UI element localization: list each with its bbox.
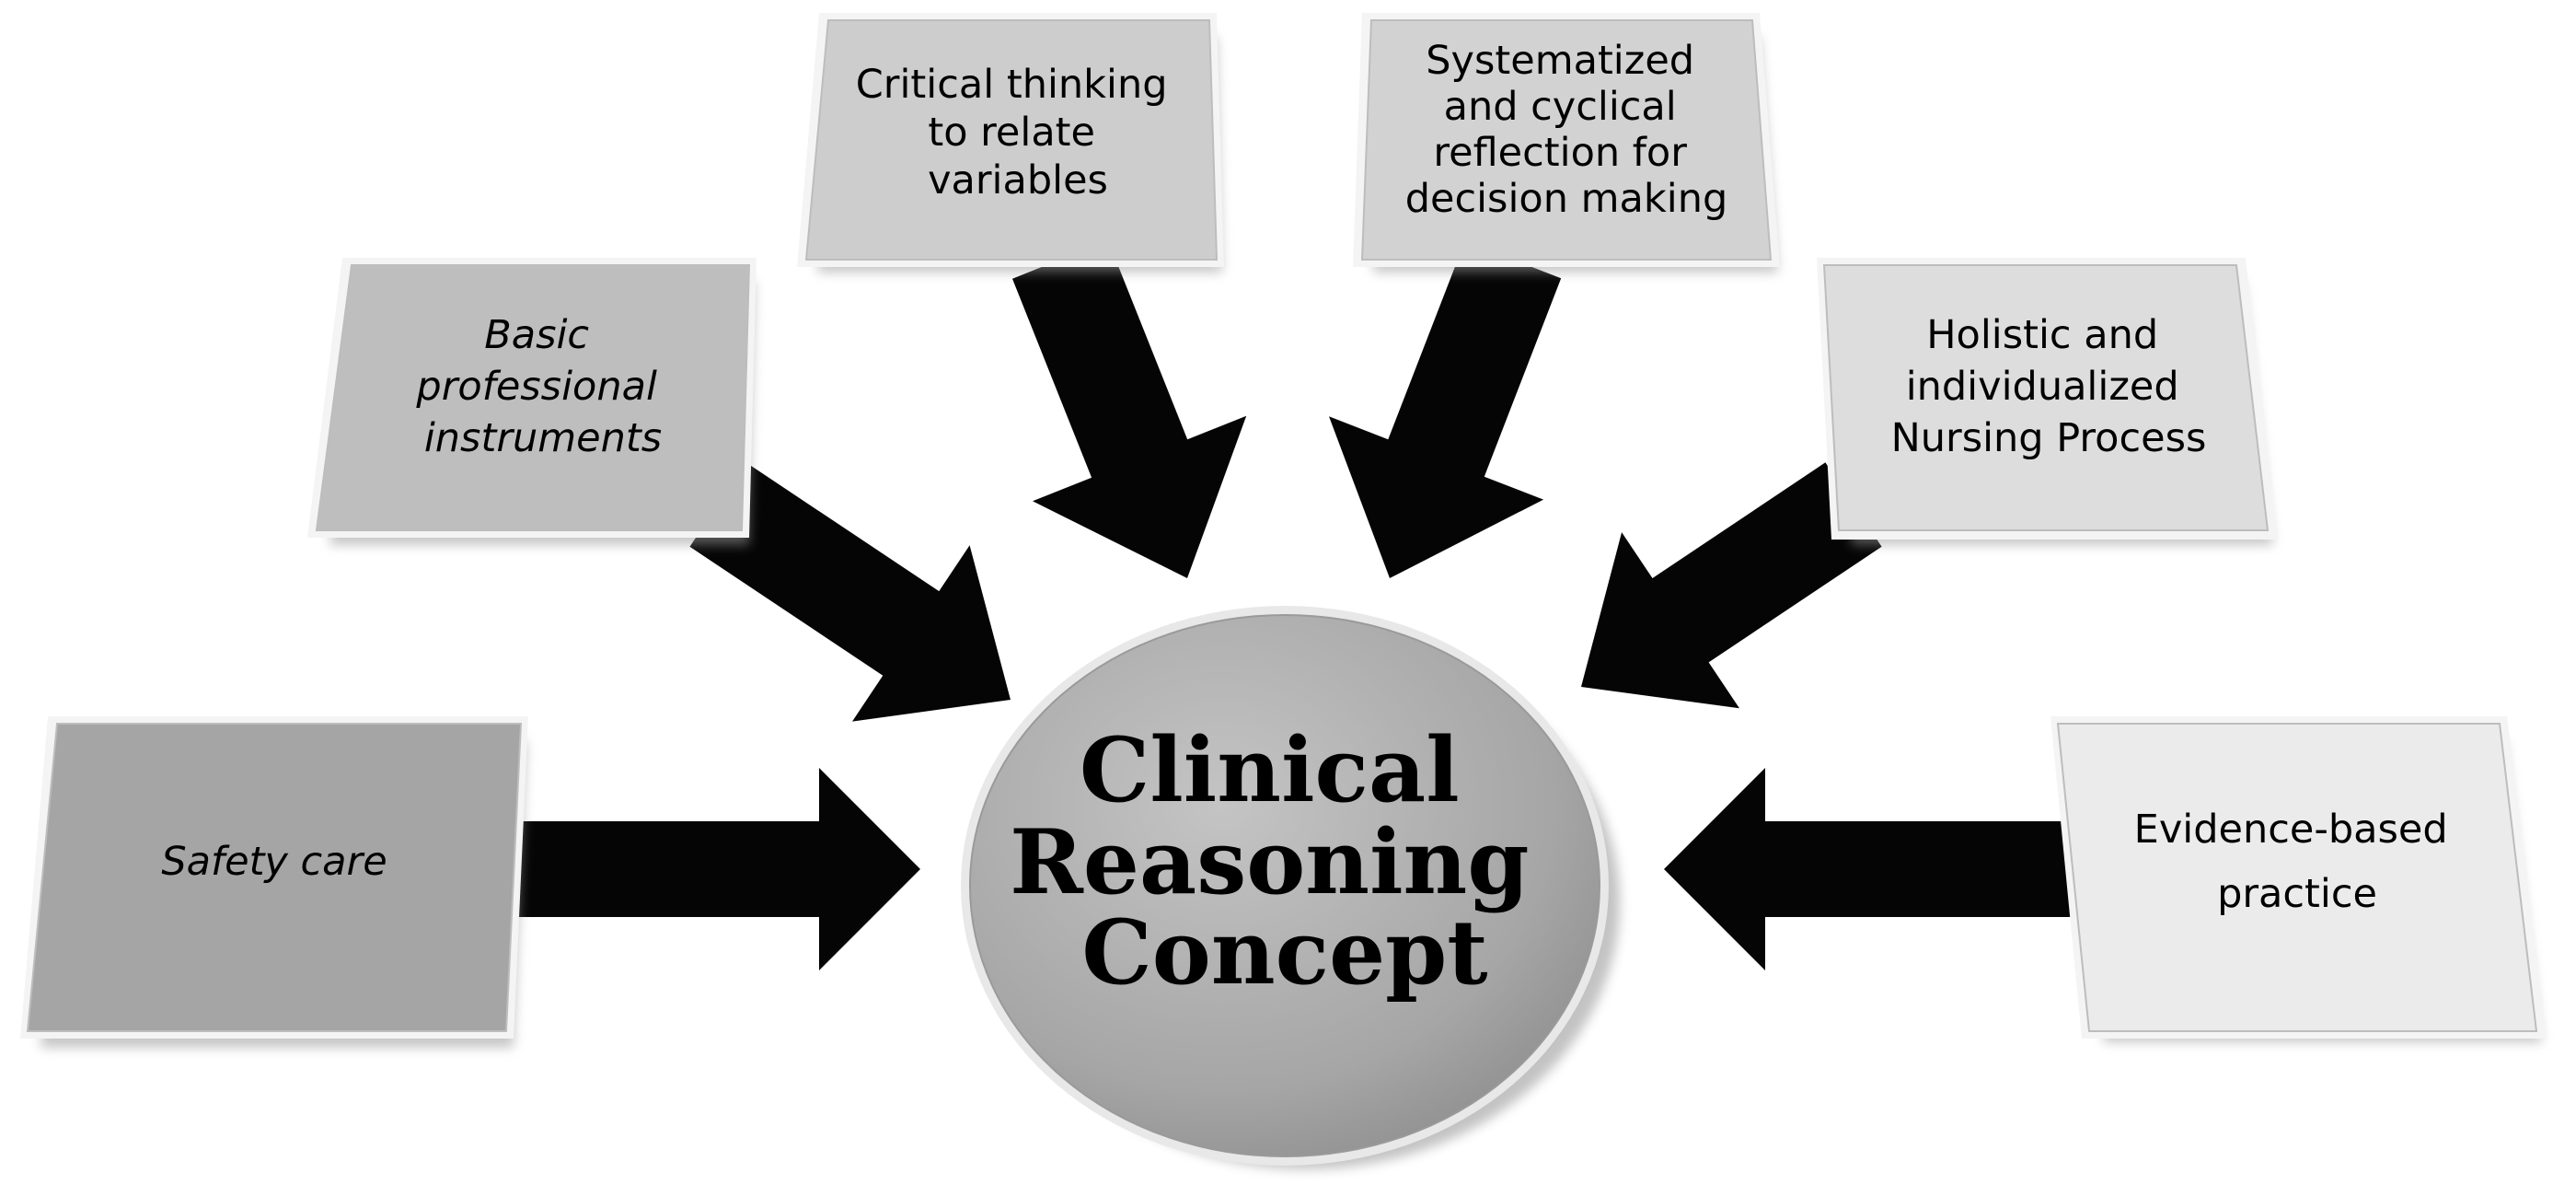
center-label-line: Clinical: [1080, 718, 1460, 822]
center-label: Clinical Reasoning Concept: [1010, 718, 1560, 1004]
node-label-line: Nursing Process: [1891, 415, 2207, 461]
node-critical-thinking: Critical thinking to relate variables: [797, 13, 1224, 273]
arrow-holistic-nursing-process-to-center: [1581, 462, 1882, 709]
node-label: Evidence-based practice: [2134, 807, 2461, 917]
node-label-line: and cyclical: [1444, 84, 1677, 130]
center-circle: [969, 614, 1600, 1157]
node-label-line: Critical thinking: [856, 62, 1168, 108]
arrow-critical-thinking-to-center: [1012, 240, 1247, 578]
node-label-line: reflection for: [1433, 130, 1687, 176]
arrows-layer: [504, 240, 2071, 970]
box-basic-professional-instruments: [315, 264, 751, 531]
node-safety-care: Safety care: [20, 716, 528, 1048]
center-label-line: Concept: [1081, 900, 1487, 1004]
box-evidence-based-practice: [2056, 723, 2538, 1032]
node-holistic-nursing-process: Holistic and individualized Nursing Proc…: [1817, 258, 2277, 545]
node-label-line: Basic: [484, 312, 589, 358]
arrow-systematized-reflection-to-center: [1329, 240, 1562, 578]
node-evidence-based-practice: Evidence-based practice: [2050, 716, 2546, 1042]
box-systematized-reflection: [1360, 19, 1773, 261]
box-holistic-nursing-process: [1822, 264, 2270, 531]
node-label: Safety care: [161, 839, 387, 885]
center-node: Clinical Reasoning Concept: [961, 606, 1620, 1169]
node-label-line: Evidence-based: [2134, 807, 2448, 853]
box-critical-thinking: [804, 19, 1219, 261]
arrow-safety-care-to-center: [504, 768, 920, 970]
node-label: Critical thinking to relate variables: [856, 62, 1180, 203]
arrow-basic-professional-instruments-to-center: [689, 462, 1011, 722]
node-label-line: variables: [928, 157, 1108, 203]
node-label-line: Holistic and: [1926, 312, 2158, 358]
node-label-line: instruments: [424, 415, 662, 461]
box-safety-care: [26, 723, 523, 1032]
node-label-line: practice: [2217, 871, 2377, 917]
node-label-line: individualized: [1906, 364, 2179, 410]
node-label: Holistic and individualized Nursing Proc…: [1891, 312, 2207, 461]
center-label-line: Reasoning: [1010, 810, 1529, 914]
node-label-line: to relate: [928, 110, 1095, 156]
node-basic-professional-instruments: Basic professional instruments: [307, 258, 757, 545]
node-label: Systematized and cyclical reflection for…: [1405, 38, 1728, 222]
node-label-line: professional: [415, 364, 657, 410]
node-label: Basic professional instruments: [415, 312, 669, 461]
node-label-line: Safety care: [161, 839, 387, 885]
node-label-line: decision making: [1405, 176, 1728, 222]
arrow-evidence-based-practice-to-center: [1664, 768, 2071, 970]
node-systematized-reflection: Systematized and cyclical reflection for…: [1353, 13, 1780, 273]
node-label-line: Systematized: [1426, 38, 1694, 84]
